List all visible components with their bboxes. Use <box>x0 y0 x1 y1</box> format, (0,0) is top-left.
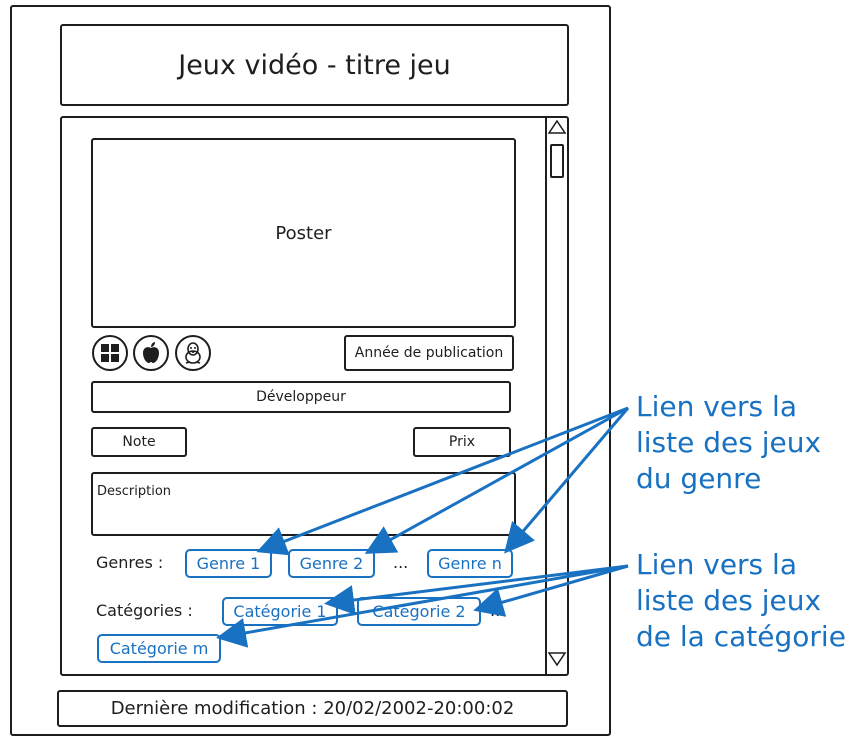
genre-link-label: Genre 2 <box>299 554 364 573</box>
poster-label: Poster <box>275 222 332 244</box>
last-modified-text: Dernière modification : 20/02/2002-20:00… <box>110 698 515 719</box>
categories-ellipsis: ... <box>490 601 506 620</box>
genre-annotation-line: liste des jeux <box>636 426 822 459</box>
publication-year-field: Année de publication <box>344 335 514 371</box>
developer-field: Développeur <box>91 381 511 413</box>
category-annotation-line: liste des jeux <box>636 584 822 617</box>
poster-image: Poster <box>91 138 516 328</box>
description-label: Description <box>97 484 172 499</box>
category-link-label: Catégorie 1 <box>233 602 327 621</box>
genre-link-1[interactable]: Genre 1 <box>185 549 272 578</box>
genre-link-n[interactable]: Genre n <box>427 549 513 578</box>
last-modified-bar: Dernière modification : 20/02/2002-20:00… <box>57 690 568 727</box>
categories-label: Catégories : <box>96 601 193 620</box>
description-box: Description <box>91 472 516 536</box>
title-bar: Jeux vidéo - titre jeu <box>60 24 569 106</box>
price-label: Prix <box>448 434 476 450</box>
category-annotation-line: de la catégorie <box>636 620 846 653</box>
category-link-label: Catégorie m <box>109 639 209 658</box>
rating-label: Note <box>122 434 156 450</box>
linux-icon <box>175 335 211 371</box>
price-field: Prix <box>413 427 511 457</box>
genre-link-2[interactable]: Genre 2 <box>288 549 375 578</box>
genre-link-label: Genre 1 <box>196 554 261 573</box>
page-title: Jeux vidéo - titre jeu <box>178 49 451 81</box>
category-link-2[interactable]: Catégorie 2 <box>357 597 481 626</box>
apple-icon <box>133 335 169 371</box>
developer-label: Développeur <box>256 389 346 405</box>
genre-link-label: Genre n <box>438 554 502 573</box>
genres-label: Genres : <box>96 553 164 572</box>
windows-icon <box>92 335 128 371</box>
rating-field: Note <box>91 427 187 457</box>
scrollbar[interactable] <box>545 118 567 674</box>
publication-year-label: Année de publication <box>354 345 504 361</box>
genre-annotation-line: du genre <box>636 462 762 495</box>
category-link-1[interactable]: Catégorie 1 <box>222 597 338 626</box>
genre-annotation: Lien vers la liste des jeux du genre <box>636 389 821 497</box>
category-link-m[interactable]: Catégorie m <box>97 634 221 663</box>
scroll-thumb[interactable] <box>550 144 564 178</box>
genre-annotation-line: Lien vers la <box>636 390 797 423</box>
category-link-label: Catégorie 2 <box>372 602 466 621</box>
category-annotation-line: Lien vers la <box>636 548 797 581</box>
genres-ellipsis: ... <box>393 553 409 572</box>
category-annotation: Lien vers la liste des jeux de la catégo… <box>636 547 846 655</box>
scroll-up-arrow[interactable] <box>547 118 567 136</box>
scroll-down-arrow[interactable] <box>547 650 567 668</box>
